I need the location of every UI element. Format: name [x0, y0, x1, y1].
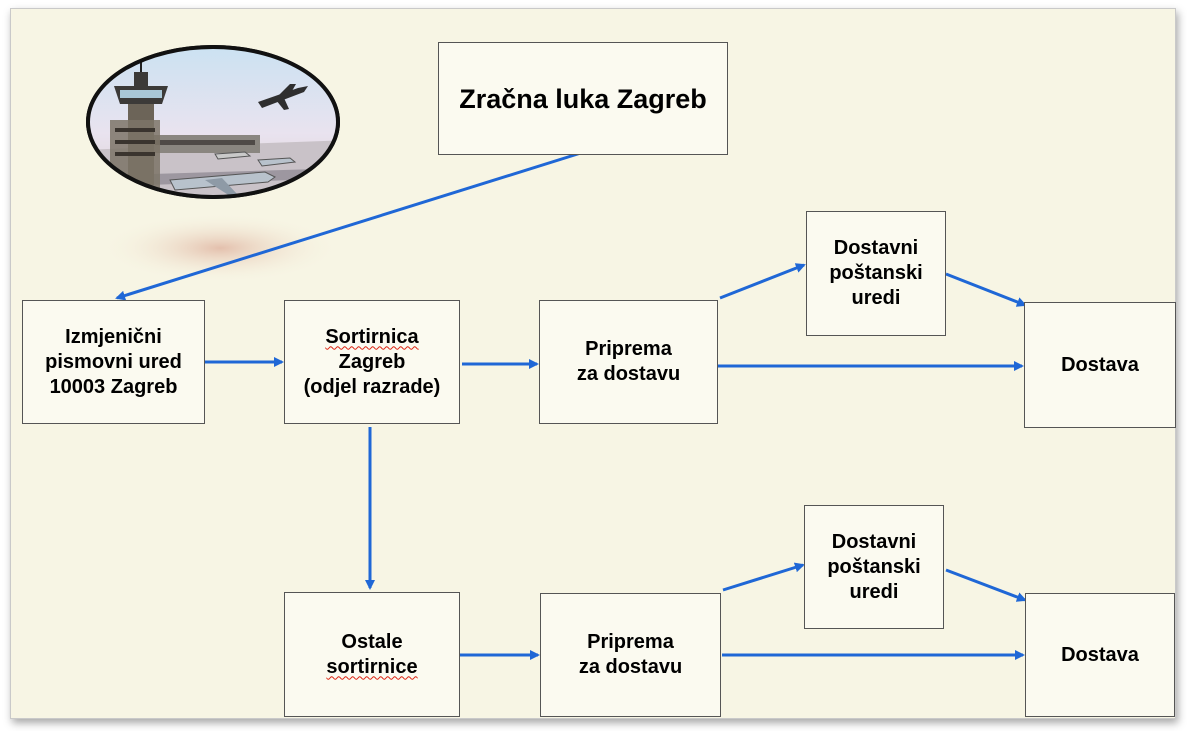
airport-node: Zračna luka Zagreb	[438, 42, 728, 155]
arrow-prep-bottom-to-offices	[722, 562, 805, 592]
arrow-airport-to-exchange	[115, 150, 585, 301]
sorting-center-name: Sortirnica	[325, 325, 419, 348]
sorting-center-detail: Zagreb (odjel razrade)	[303, 350, 441, 398]
other-sorting-line2: sortirnice	[326, 655, 418, 678]
post-offices-top-node: Dostavni poštanski uredi	[806, 211, 946, 336]
arrow-offices-to-delivery-top	[945, 272, 1027, 307]
delivery-top-node: Dostava	[1024, 302, 1176, 428]
post-offices-bottom-node: Dostavni poštanski uredi	[804, 505, 944, 629]
delivery-bottom-node: Dostava	[1025, 593, 1175, 717]
arrow-prep-top-to-offices	[719, 263, 806, 300]
other-sorting-node: Ostale sortirnice	[284, 592, 460, 717]
other-sorting-line1: Ostale	[341, 630, 403, 653]
arrow-offices-to-delivery-bottom	[945, 568, 1027, 602]
prep-delivery-bottom-node: Priprema za dostavu	[540, 593, 721, 717]
exchange-office-node: Izmjenični pismovni ured 10003 Zagreb	[22, 300, 205, 424]
sorting-center-node: Sortirnica Zagreb (odjel razrade)	[284, 300, 460, 424]
prep-delivery-top-node: Priprema za dostavu	[539, 300, 718, 424]
